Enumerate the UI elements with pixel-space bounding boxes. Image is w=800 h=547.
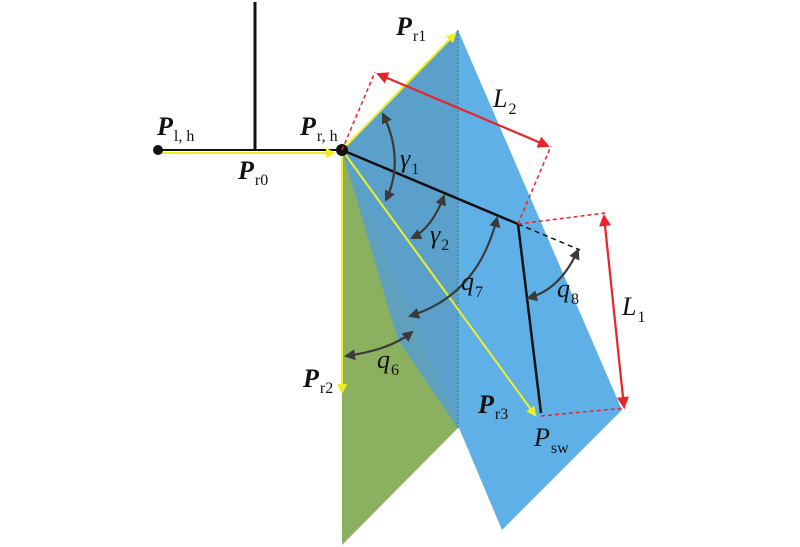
label-q7: q7 xyxy=(461,267,483,301)
label-l1: L1 xyxy=(621,292,645,326)
label-p-r3: Pr3 xyxy=(477,390,508,423)
label-p-sw: Psw xyxy=(533,423,569,457)
label-gamma1: γ1 xyxy=(400,144,419,178)
gamma1-arc xyxy=(381,112,396,202)
label-p-r2: Pr2 xyxy=(302,364,333,397)
l1-extension-bottom xyxy=(540,407,626,417)
forearm xyxy=(516,223,543,414)
label-p-r0: Pr0 xyxy=(237,156,268,189)
l2-extension-left xyxy=(341,71,376,151)
label-q6: q6 xyxy=(377,345,399,379)
label-gamma2: γ2 xyxy=(430,220,449,254)
label-l2: L2 xyxy=(492,84,516,118)
upper-arm xyxy=(341,148,519,226)
l2-extension-right xyxy=(517,145,552,225)
joint-p-lh xyxy=(153,145,163,155)
l1-dimension-arrow xyxy=(599,214,629,409)
label-p-rh: Pr, h xyxy=(299,112,338,145)
q8-arc xyxy=(526,248,580,302)
l1-extension-top xyxy=(517,212,606,225)
q6-arc xyxy=(344,330,414,361)
arm-extension-dashed xyxy=(517,223,581,251)
q7-arc xyxy=(408,216,501,319)
l2-dimension-arrow xyxy=(376,72,550,148)
label-p-lh: Pl, h xyxy=(156,112,194,145)
label-q8: q8 xyxy=(557,274,579,308)
label-p-r1: Pr1 xyxy=(395,12,426,45)
